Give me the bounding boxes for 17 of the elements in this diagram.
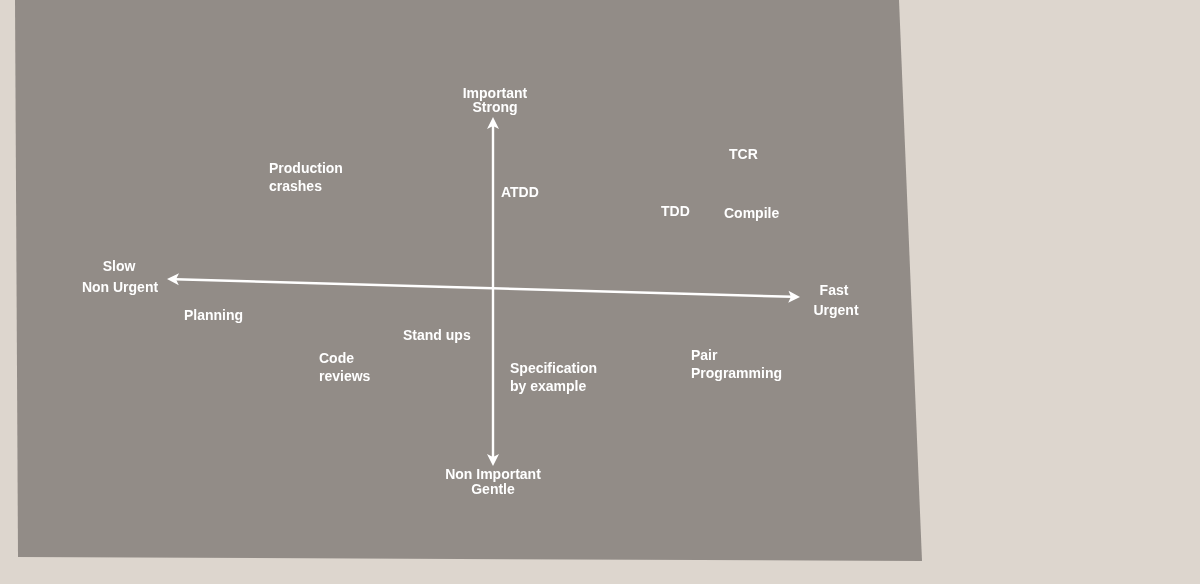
axis-label: Gentle <box>471 481 515 498</box>
quadrant-label: Pair Programming <box>691 346 782 382</box>
quadrant-label: Code reviews <box>319 349 371 385</box>
quadrant-label: Planning <box>184 306 244 324</box>
axis-label: Non Important <box>445 465 541 483</box>
axis-label: Non Urgent <box>81 278 159 296</box>
quadrant-label: ATDD <box>501 183 539 201</box>
quadrant-label: Compile <box>724 204 780 222</box>
quadrant-label: TCR <box>729 145 758 163</box>
quadrant-label: Production crashes <box>269 159 343 195</box>
quadrant-label: TDD <box>661 202 690 220</box>
axis-label: Important <box>462 84 528 102</box>
axis-label: Slow <box>102 257 136 275</box>
quadrant-label: Specification by example <box>510 359 598 395</box>
axis-label: Urgent <box>813 301 859 319</box>
quadrant-label: Stand ups <box>403 326 471 344</box>
axis-label: Fast <box>819 281 849 299</box>
